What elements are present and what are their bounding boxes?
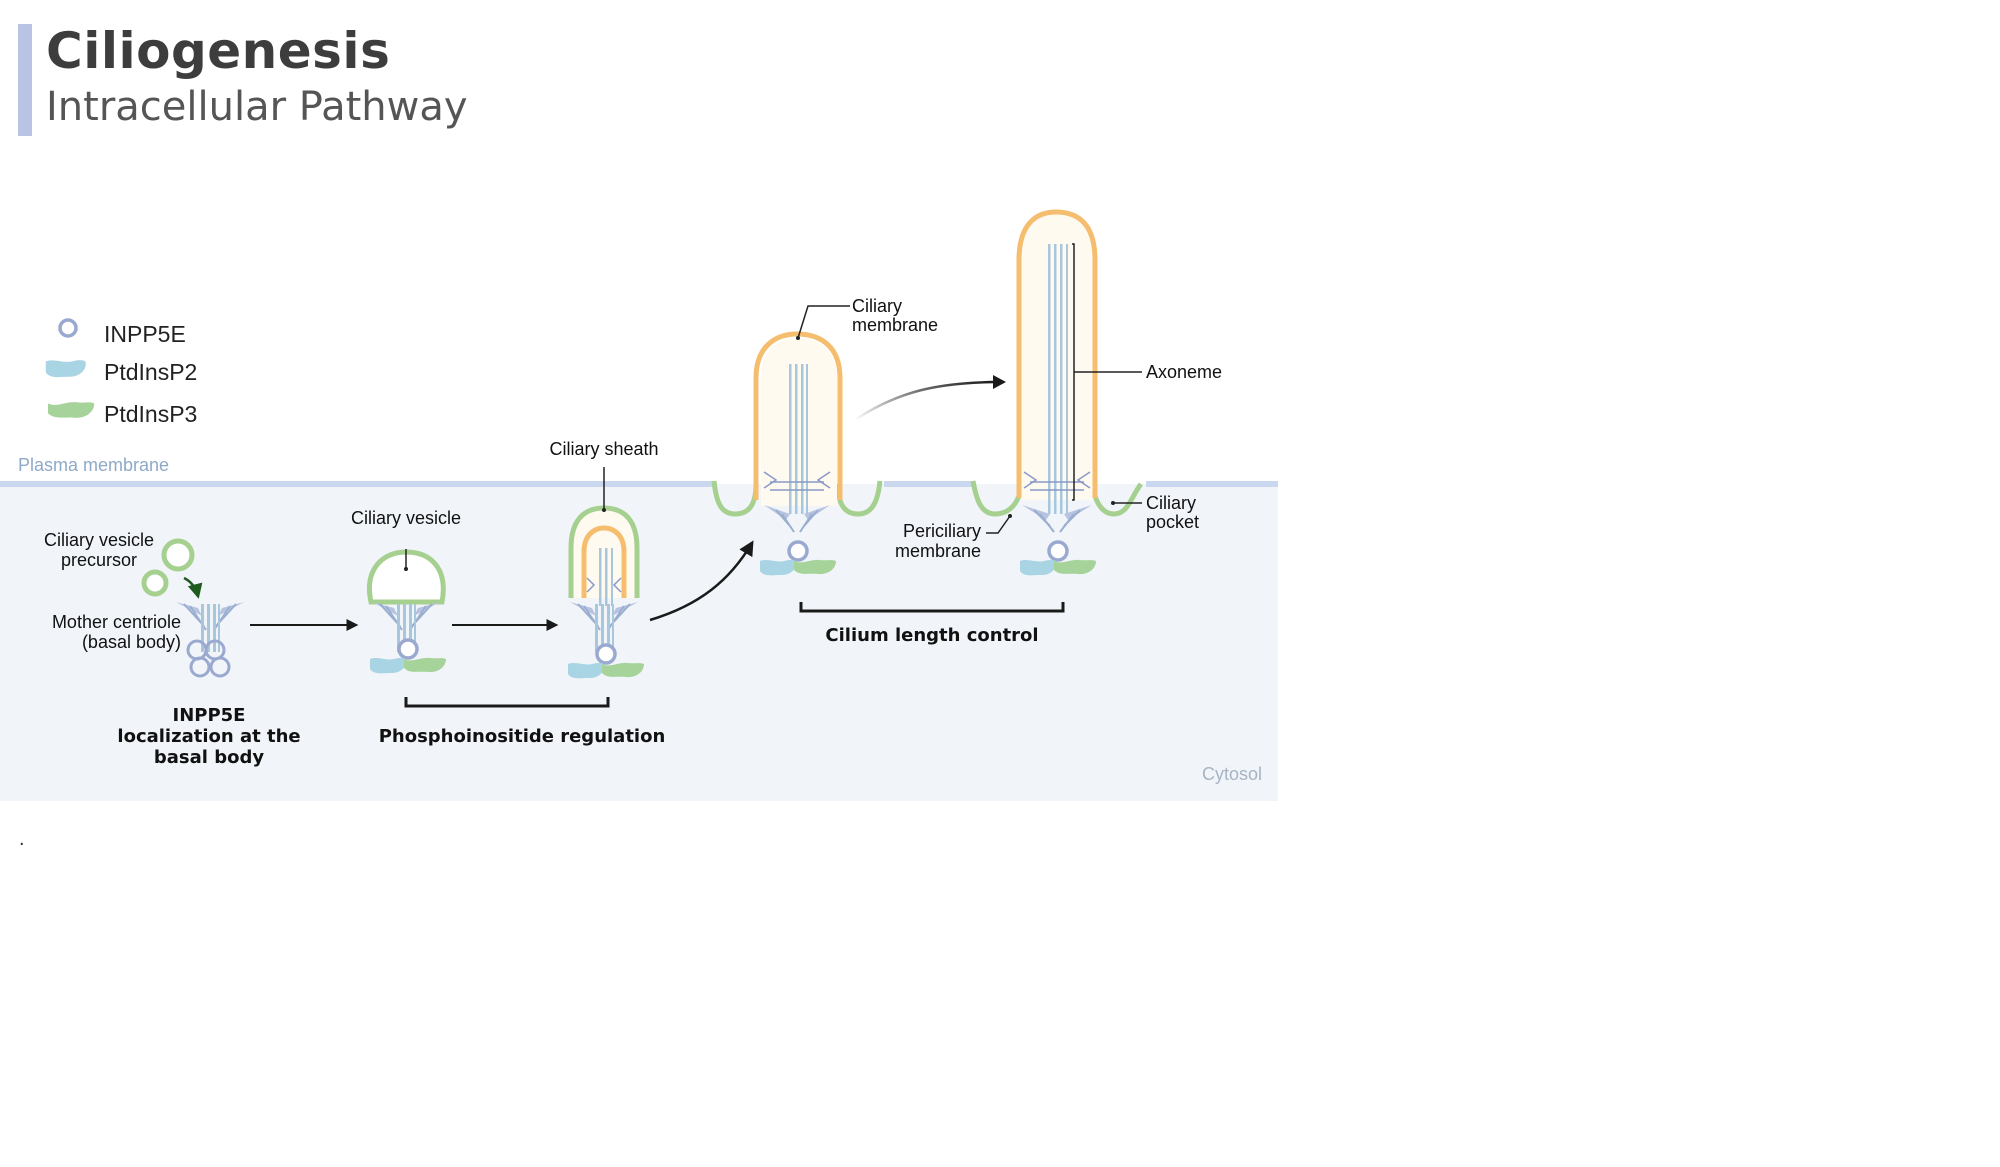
flow-arrow [649, 540, 754, 622]
page-title: Ciliogenesis [46, 22, 391, 80]
plasma-membrane-label: Plasma membrane [18, 455, 169, 475]
stage4-group [711, 305, 883, 576]
ciliary-vesicle-label: Ciliary vesicle [351, 508, 461, 528]
legend-label-ptdinsp2: PtdInsP2 [104, 359, 197, 385]
stage3-group [568, 467, 644, 679]
page-subtitle: Intracellular Pathway [46, 84, 468, 130]
stage5-group [970, 209, 1144, 576]
stage1-group [141, 538, 245, 678]
centriole-barrels [186, 639, 231, 678]
cytosol-label: Cytosol [1202, 764, 1262, 784]
vesicle-precursor [141, 569, 169, 597]
ptdinsp3-shape-icon [48, 402, 95, 418]
ciliary-sheath-label: Ciliary sheath [549, 439, 658, 459]
mother-centriole-label: Mother centriole(basal body) [52, 612, 181, 652]
legend-label-inpp5e: INPP5E [104, 321, 186, 347]
cilium-length-control-label: Cilium length control [825, 625, 1038, 646]
inpp5e-circle-icon [58, 318, 78, 338]
stage2-group [367, 549, 446, 674]
cilium-length-bracket [799, 602, 1065, 613]
axoneme-label: Axoneme [1146, 362, 1222, 382]
legend: INPP5E PtdInsP2 PtdInsP3 [45, 318, 197, 427]
ptdinsp2-shape-icon [45, 360, 86, 378]
legend-label-ptdinsp3: PtdInsP3 [104, 401, 197, 427]
phosphoinositide-bracket [404, 697, 610, 708]
phosphoinositide-regulation-label: Phosphoinositide regulation [379, 726, 666, 747]
vesicle-precursor [161, 538, 195, 572]
title-accent-bar [18, 24, 32, 136]
flow-arrow [854, 380, 996, 422]
footnote: . [19, 828, 25, 850]
